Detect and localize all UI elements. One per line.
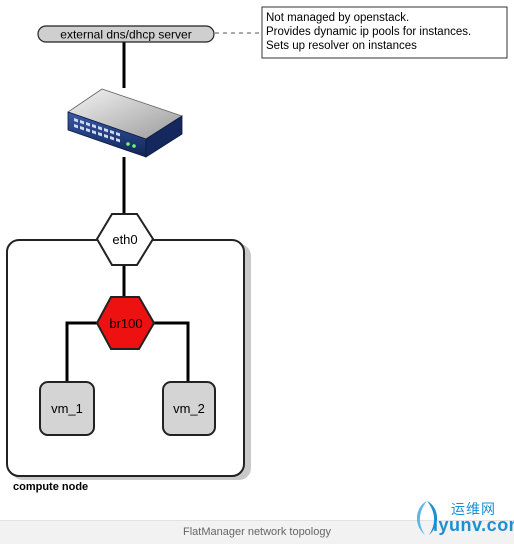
vm-2-label: vm_2 [173,401,205,416]
vm-1-label: vm_1 [51,401,83,416]
note-line-3: Sets up resolver on instances [266,40,417,52]
eth0-label: eth0 [112,232,137,247]
eth0-interface-node [95,213,155,266]
note-line-2: Provides dynamic ip pools for instances. [266,26,471,38]
figure-caption: FlatManager network topology [0,520,514,544]
br100-bridge-node [95,296,156,350]
bridge-to-vm2-line [148,321,190,382]
watermark-chinese-text: 运维网 [451,502,496,518]
watermark: 运维网 iyunv.com [407,497,514,539]
network-switch-icon [67,88,183,158]
vm-2-node [162,381,216,436]
bridge-to-vm1-line [65,321,100,382]
watermark-logo-icon [416,501,438,535]
dns-dhcp-server-label: external dns/dhcp server [60,28,191,42]
vm-1-node [39,381,95,436]
compute-node-label: compute node [13,481,88,493]
br100-label: br100 [109,316,142,331]
dns-dhcp-server-node [37,25,215,43]
watermark-site-text: iyunv.com [433,515,514,535]
note-line-1: Not managed by openstack. [266,12,409,24]
note-box [261,6,508,59]
